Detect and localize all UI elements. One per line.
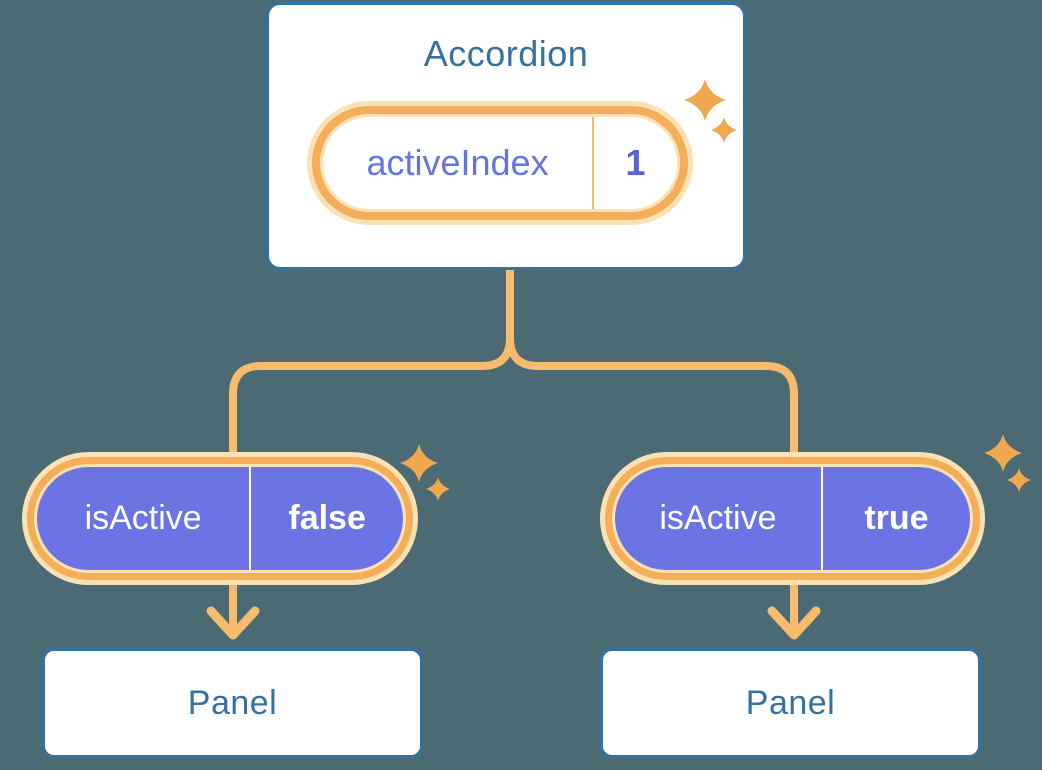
sparkle-icon — [1007, 468, 1031, 492]
is-active-pill-left: isActive false — [22, 452, 418, 585]
pill-body: activeIndex 1 — [323, 117, 677, 209]
active-index-state-pill: activeIndex 1 — [307, 101, 693, 225]
arrow-down-icon — [767, 606, 821, 640]
prop-pill-value: true — [820, 467, 970, 570]
state-pill-value: 1 — [592, 117, 677, 209]
sparkle-icon — [400, 444, 438, 482]
panel-card-right: Panel — [600, 648, 981, 758]
sparkle-icon — [426, 477, 450, 501]
state-pill-label: activeIndex — [366, 142, 549, 183]
pill-ring: isActive false — [27, 457, 413, 580]
accordion-title: Accordion — [423, 33, 589, 74]
prop-pill-value: false — [249, 467, 403, 570]
sparkle-icon — [984, 434, 1022, 472]
prop-pill-label: isActive — [659, 499, 777, 537]
pill-body: isActive true — [615, 467, 970, 570]
pill-body: isActive false — [37, 467, 403, 570]
panel-card-left: Panel — [42, 648, 423, 758]
pill-ring: isActive true — [605, 457, 980, 580]
prop-pill-label: isActive — [84, 499, 202, 537]
arrow-down-icon — [206, 606, 260, 640]
is-active-pill-right: isActive true — [600, 452, 985, 585]
panel-title: Panel — [745, 683, 836, 722]
panel-title: Panel — [187, 683, 278, 722]
pill-ring: activeIndex 1 — [312, 106, 688, 220]
